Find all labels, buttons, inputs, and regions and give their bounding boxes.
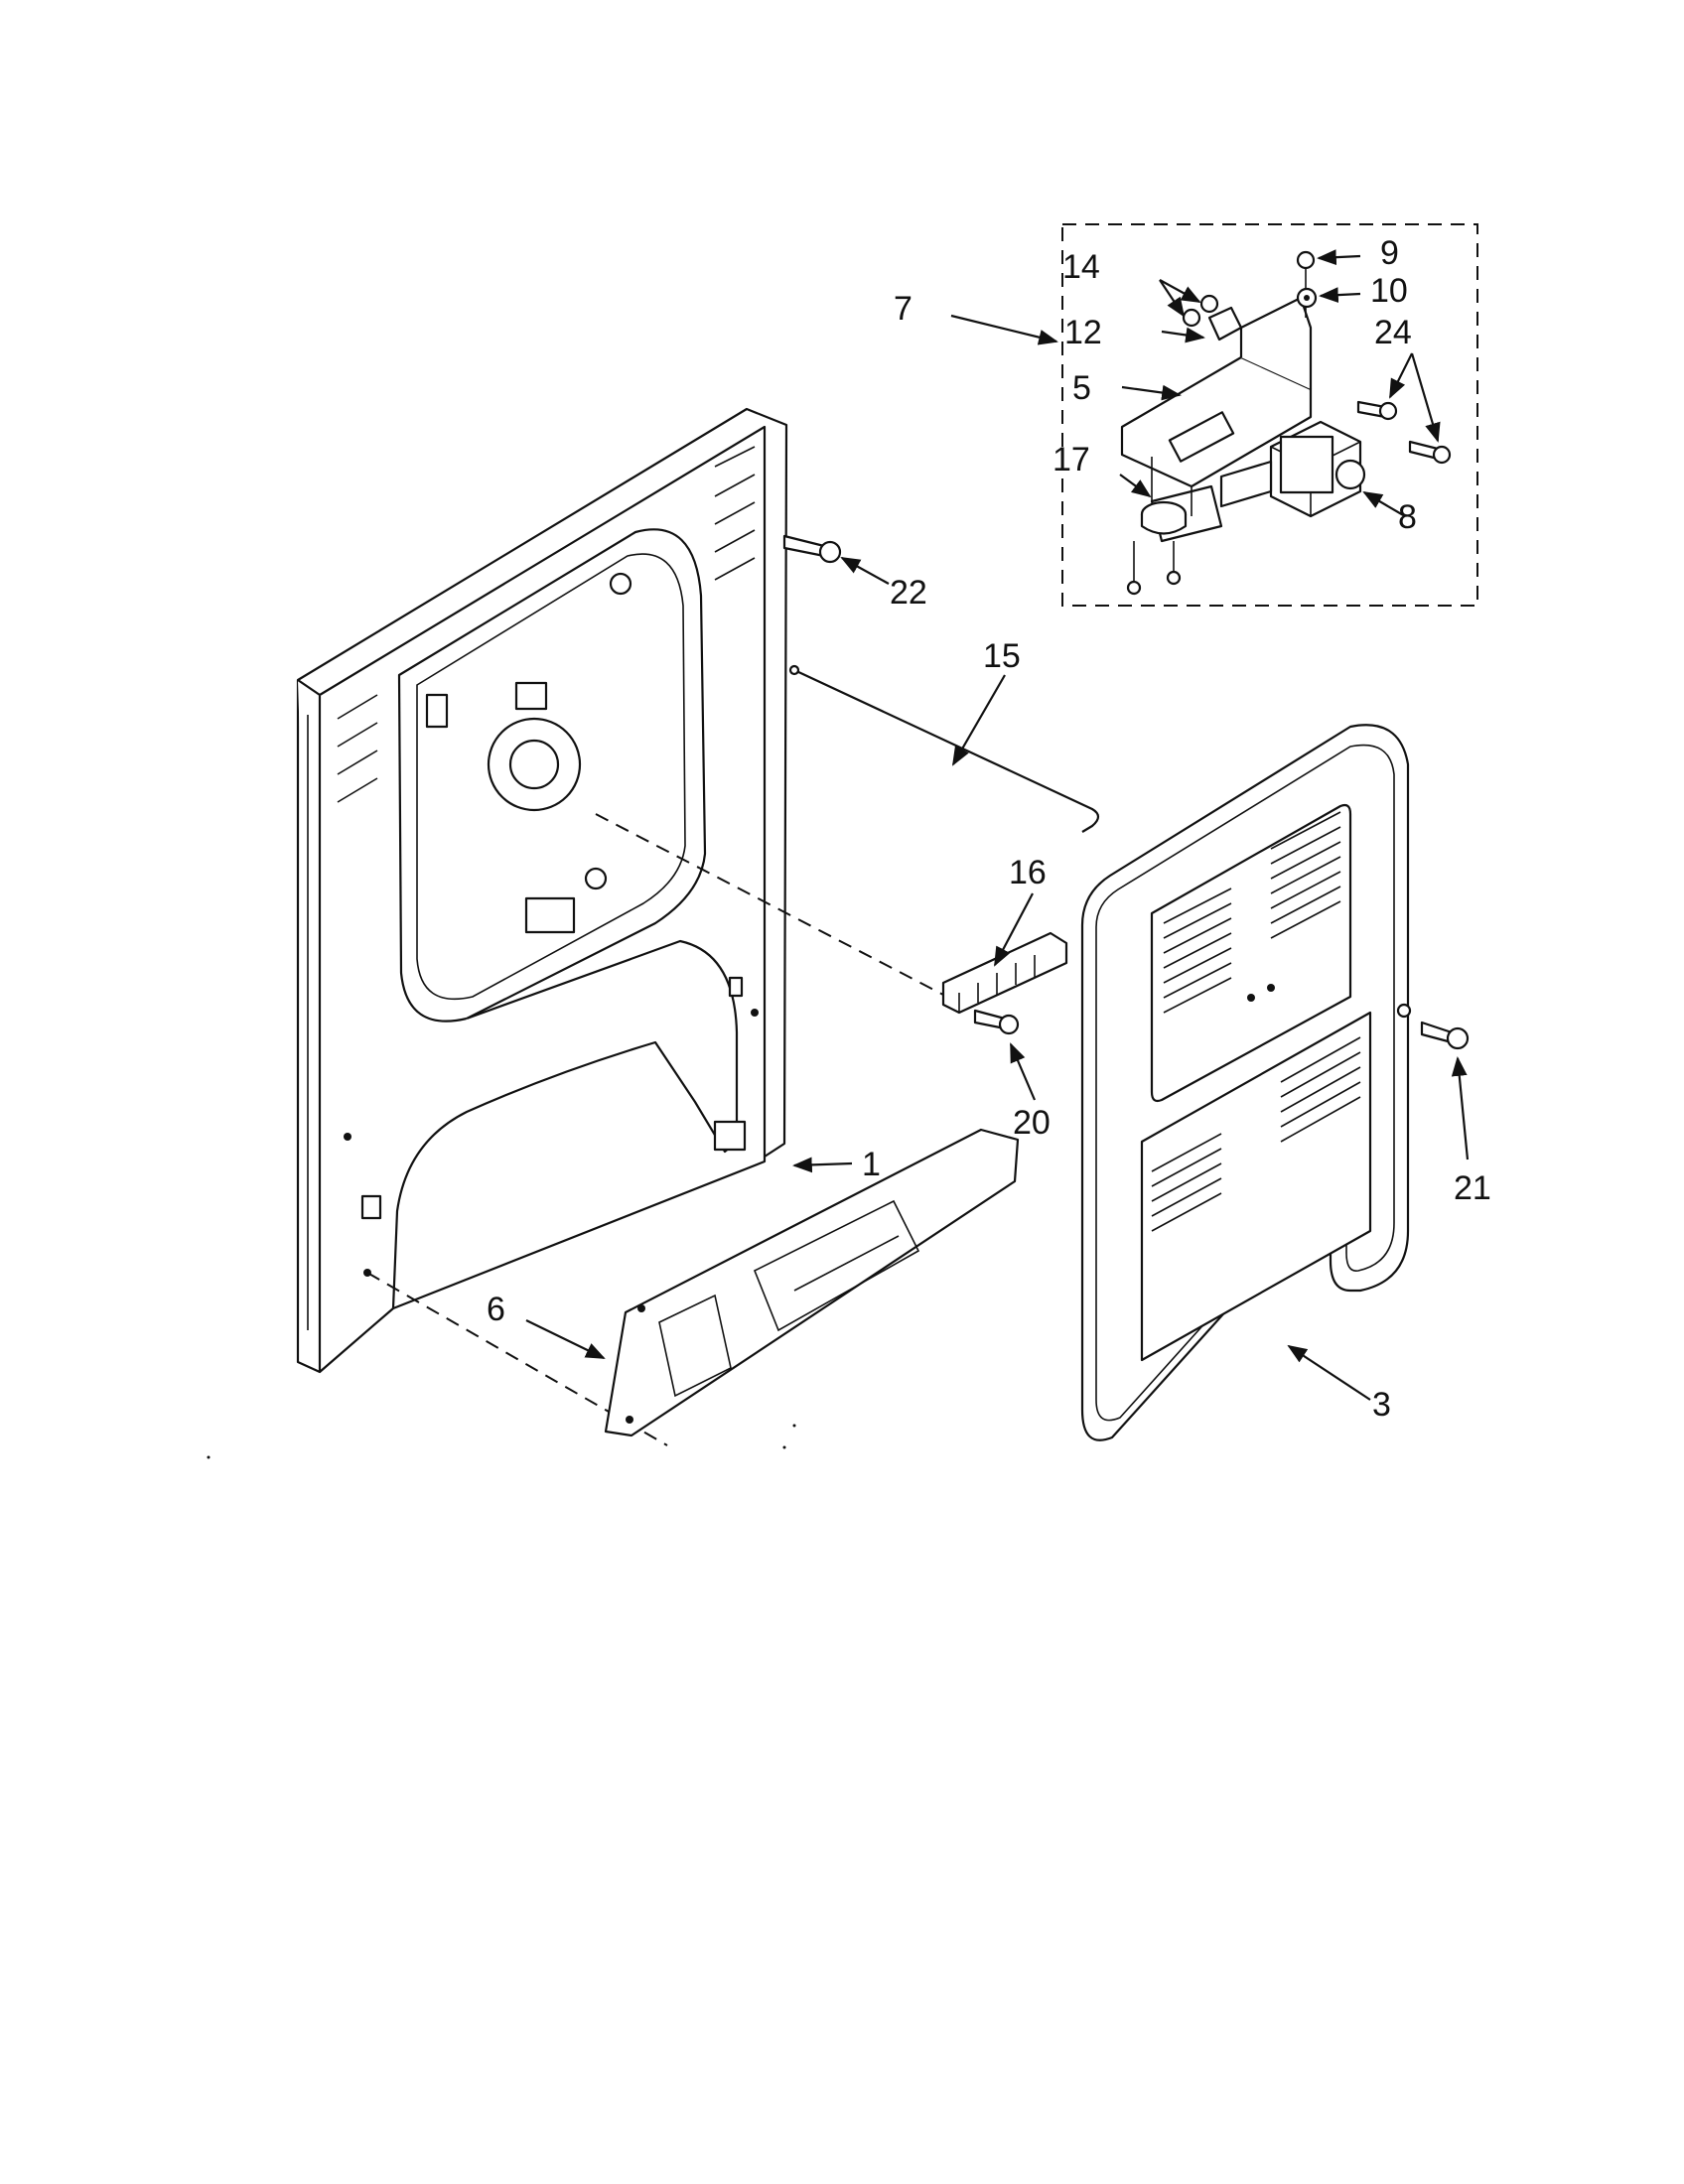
screw-22-drawing	[782, 534, 842, 564]
callout-3: 3	[1372, 1386, 1391, 1424]
screw-24-drawing	[1356, 400, 1452, 465]
motor-8-drawing	[1279, 435, 1366, 494]
callout-21: 21	[1454, 1169, 1491, 1207]
callout-12: 12	[1064, 314, 1102, 351]
callout-7: 7	[894, 290, 912, 328]
back-panel-vents	[337, 446, 756, 803]
switch-17-drawing	[1126, 500, 1188, 596]
callout-20: 20	[1013, 1104, 1051, 1142]
lower-panel-6-drawing	[604, 1128, 1020, 1437]
callout-22: 22	[890, 574, 927, 612]
screw-21-drawing	[1420, 1021, 1470, 1050]
callout-6: 6	[487, 1291, 505, 1328]
door-vent-lower-lines	[1151, 1036, 1361, 1232]
callout-15: 15	[983, 637, 1021, 675]
callout-5: 5	[1072, 369, 1091, 407]
nut-14-drawing	[1182, 294, 1219, 328]
door-panel-3-drawing	[1080, 724, 1412, 1441]
door-vent-upper-lines	[1163, 811, 1341, 1014]
callout-1: 1	[862, 1146, 881, 1183]
washer-10-drawing	[1296, 287, 1318, 309]
callout-10: 10	[1370, 272, 1408, 310]
callout-24: 24	[1374, 314, 1412, 351]
terminal-16-drawing	[941, 931, 1068, 1015]
clip-12-drawing	[1207, 306, 1243, 341]
callout-14: 14	[1062, 248, 1100, 286]
callout-8: 8	[1398, 498, 1417, 536]
callout-17: 17	[1052, 441, 1090, 478]
callout-9: 9	[1380, 234, 1399, 272]
callout-16: 16	[1009, 854, 1047, 891]
assembly-7-group	[1061, 223, 1478, 607]
back-panel-1-drawing	[296, 407, 788, 1374]
assembly-7-dashed-box	[1061, 223, 1478, 607]
rod-15-drawing	[788, 664, 1100, 833]
screw-20-drawing	[973, 1009, 1020, 1035]
